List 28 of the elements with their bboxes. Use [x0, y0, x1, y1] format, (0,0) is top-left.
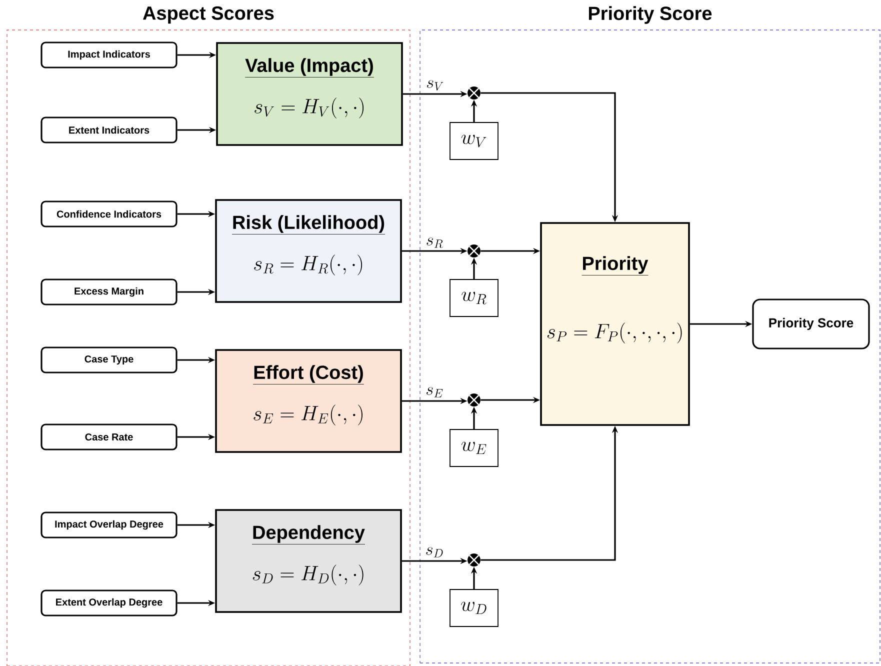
input-box: Case Type: [40, 346, 178, 374]
edge-label: $s_E$: [424, 386, 445, 398]
input-box: Excess Margin: [40, 278, 178, 306]
edge-label: $s_R$: [424, 236, 444, 249]
output-box: Priority Score: [752, 298, 870, 350]
score-box: Risk (Likelihood) $s_R = H_R(\cdot,\cdot)$: [215, 199, 402, 303]
weight-box: $w_E$: [450, 429, 498, 467]
score-box: Value (Impact) $s_V = H_V(\cdot,\cdot)$: [216, 42, 403, 146]
score-box: Effort (Cost) $s_E = H_E(\cdot,\cdot)$: [215, 349, 402, 453]
input-box: Confidence Indicators: [40, 200, 178, 228]
weight-box: $w_R$: [450, 279, 498, 317]
weight-box: $w_D$: [450, 589, 498, 627]
input-box: Extent Overlap Degree: [40, 590, 178, 616]
input-box: Impact Indicators: [40, 42, 178, 68]
input-box: Impact Overlap Degree: [40, 512, 178, 538]
score-box: Dependency $s_D = H_D(\cdot,\cdot)$: [215, 509, 402, 613]
input-box: Case Rate: [40, 424, 178, 450]
input-box: Extent Indicators: [40, 116, 178, 144]
node-label: Aspect Scores: [142, 6, 274, 24]
priority-box: Priority $s_P = F_P(\cdot,\cdot,\cdot,\cdot)$: [540, 222, 690, 426]
multiplier-symbol: [468, 394, 480, 406]
multiplier-symbol: [468, 86, 480, 100]
multiplier-symbol: [468, 554, 480, 566]
multiplier-symbol: [468, 244, 480, 258]
edge-label: $s_D$: [424, 546, 445, 558]
edge-label: $s_V$: [425, 79, 446, 92]
node-label: Priority Score: [588, 6, 712, 24]
weight-box: $w_V$: [450, 122, 498, 160]
